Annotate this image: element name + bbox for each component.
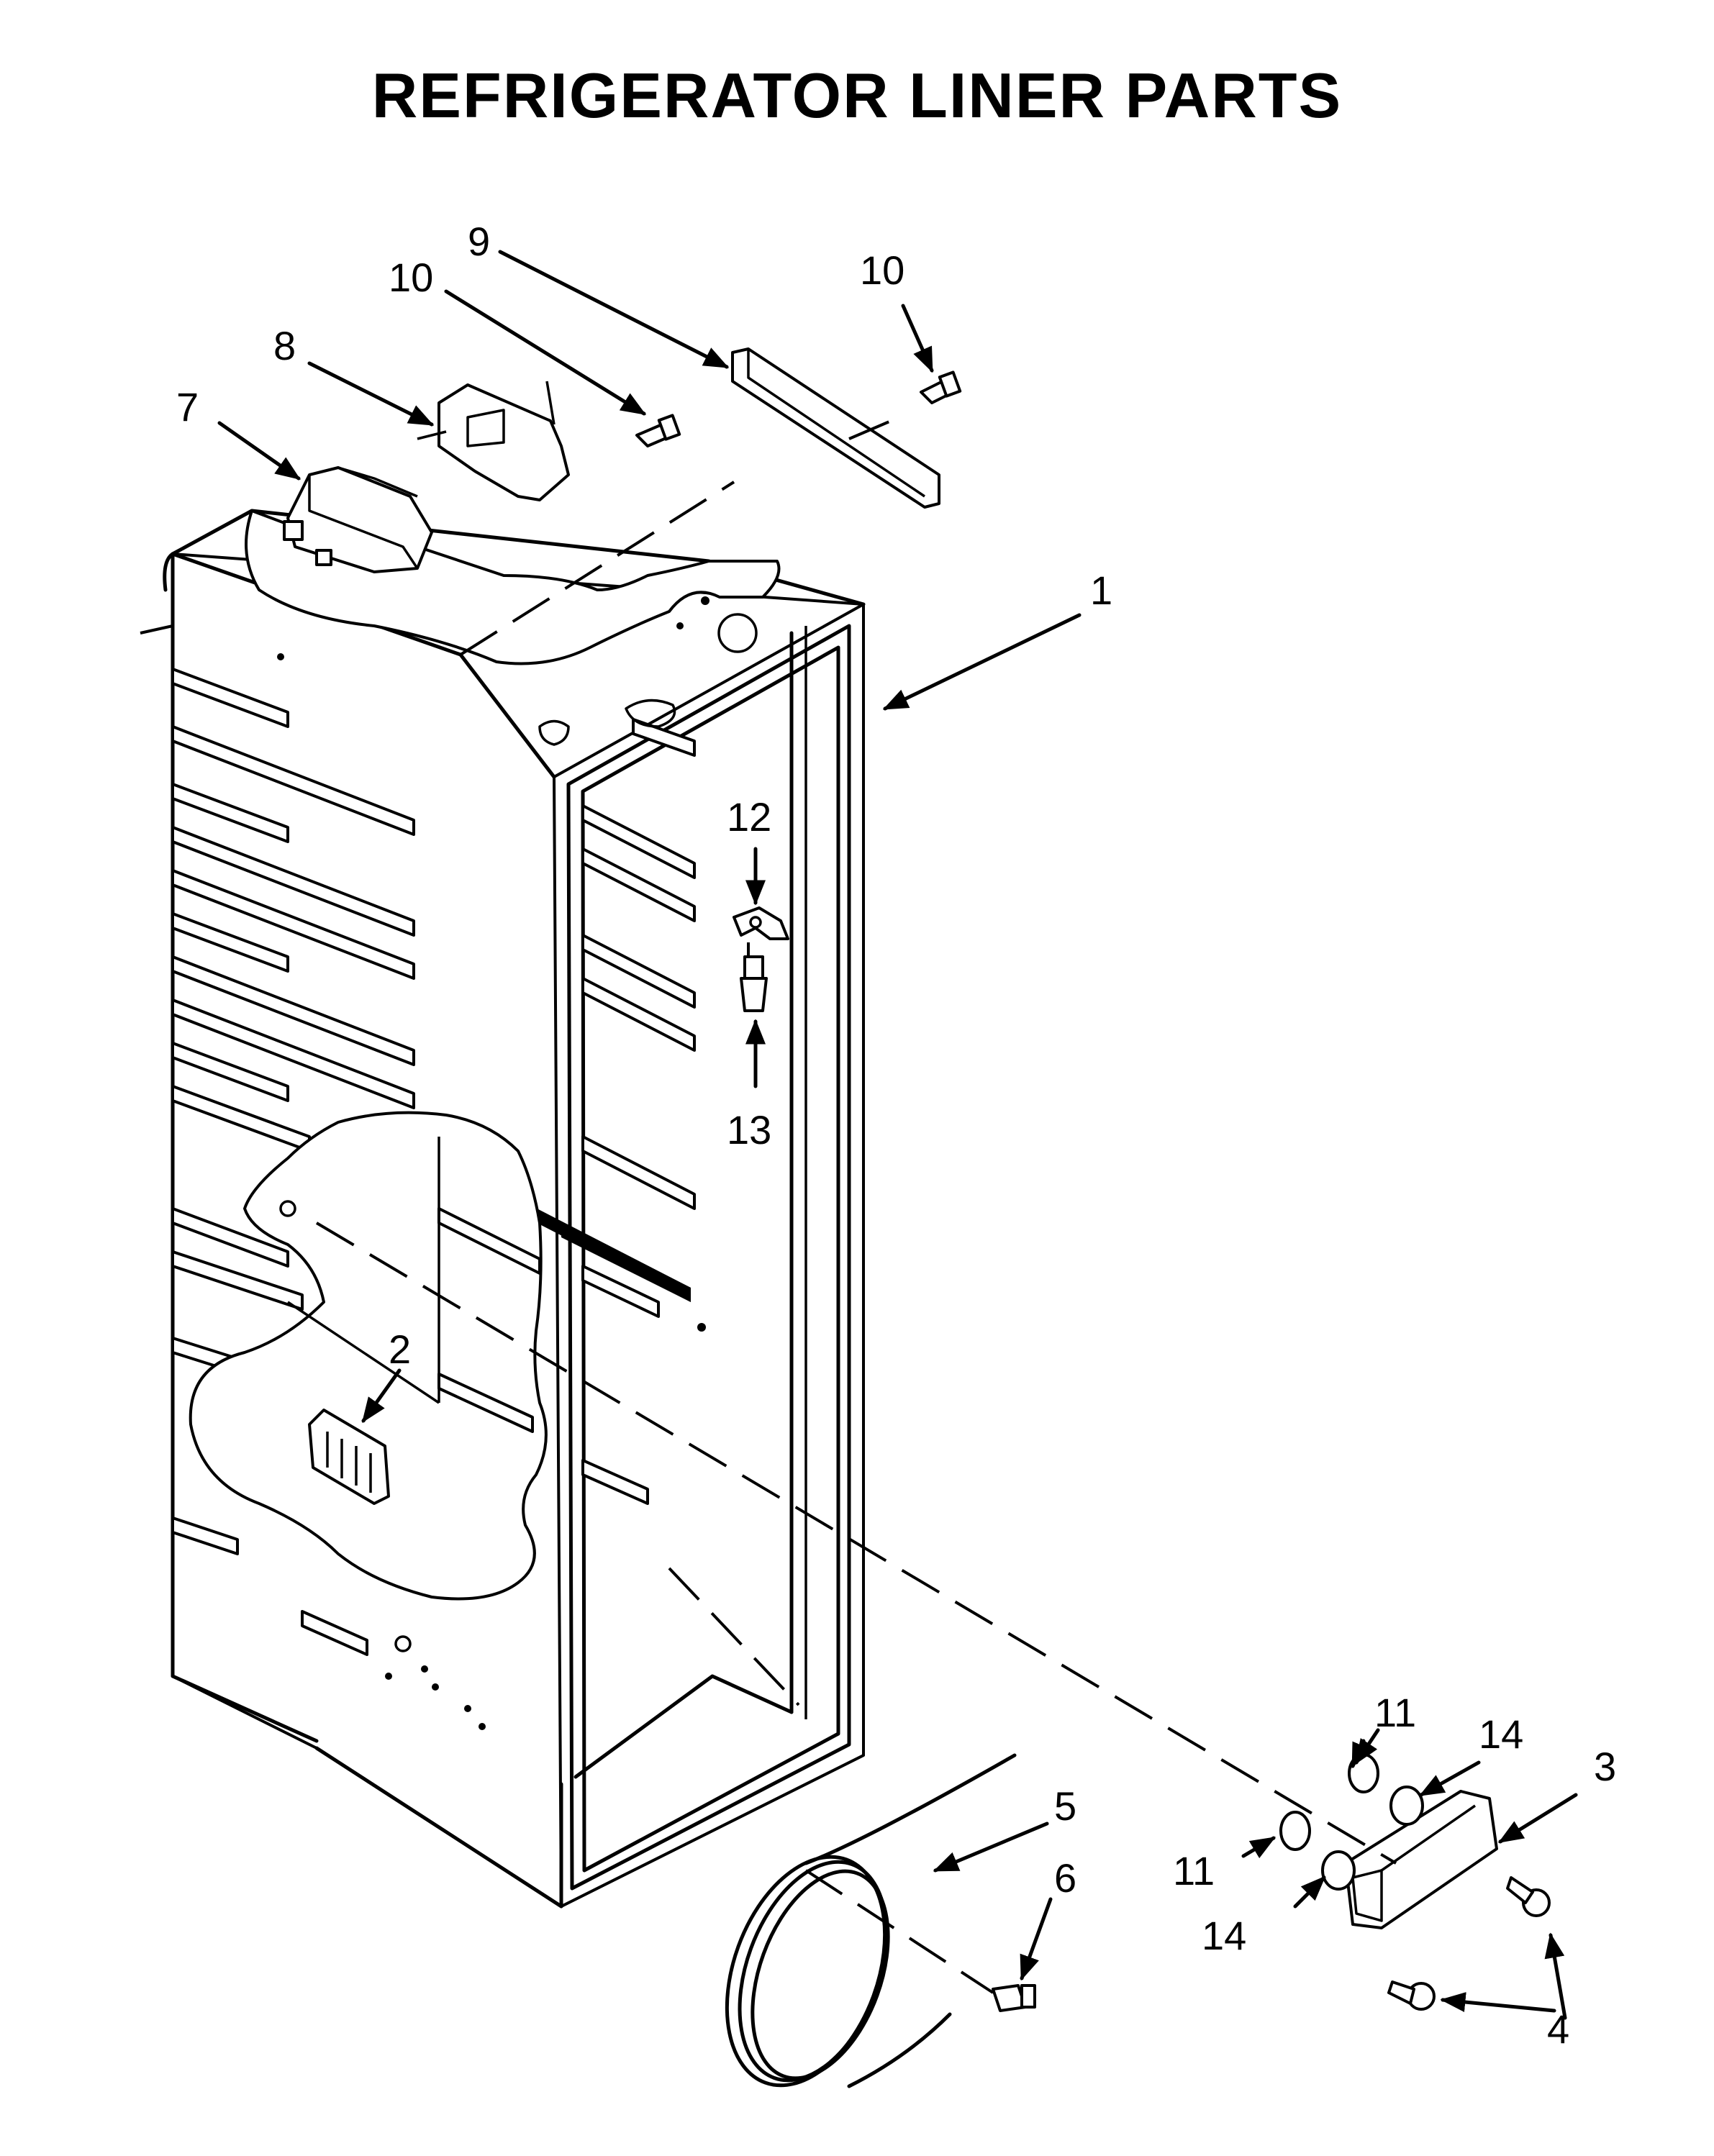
callout-7: 7: [176, 384, 199, 429]
callout-13: 13: [727, 1107, 771, 1152]
callout-14-lower: 14: [1202, 1913, 1246, 1958]
callout-4: 4: [1547, 2006, 1569, 2052]
part-9-rail: [731, 347, 940, 509]
part-13-screw: [740, 955, 768, 1012]
callout-12: 12: [727, 794, 771, 840]
part-3-housing: [1344, 1790, 1498, 1929]
callout-3: 3: [1594, 1744, 1616, 1789]
right-wall-shelf-ribs: [581, 718, 696, 1505]
callout-10-right: 10: [860, 247, 904, 293]
part-12-clip: [733, 906, 789, 940]
callout-11-upper: 11: [1374, 1690, 1416, 1735]
callout-6: 6: [1054, 1855, 1076, 1901]
callout-8: 8: [273, 323, 296, 368]
page-title: REFRIGERATOR LINER PARTS: [371, 60, 1343, 131]
part-5-tubing-coil: [725, 1753, 1017, 2088]
screw-10-left: [635, 414, 681, 447]
refrigerator-liner: [163, 509, 866, 1909]
callout-labels: 1 2 3 4 5 6 7 8 9 10 10 11 11 12 13 14 1…: [176, 219, 1616, 2052]
part-14-gears: [1321, 1786, 1424, 1891]
part-2-grille: [308, 1409, 390, 1505]
alignment-lines: [140, 416, 1397, 1994]
leader-lines: [217, 250, 1578, 2020]
callout-9: 9: [468, 219, 490, 264]
callout-11-lower: 11: [1173, 1848, 1215, 1893]
callout-1: 1: [1090, 568, 1112, 613]
callout-5: 5: [1054, 1783, 1076, 1829]
screw-10-right: [920, 370, 962, 404]
callout-2: 2: [389, 1327, 411, 1372]
part-8-bracket: [417, 381, 570, 501]
callout-14-upper: 14: [1479, 1711, 1523, 1757]
callout-10-left: 10: [389, 255, 433, 300]
left-wall-shelf-ribs: [171, 668, 415, 1656]
part-7-control-housing: [283, 466, 433, 573]
part-4-pins: [1387, 1876, 1551, 2011]
part-6-screw: [992, 1984, 1036, 2012]
